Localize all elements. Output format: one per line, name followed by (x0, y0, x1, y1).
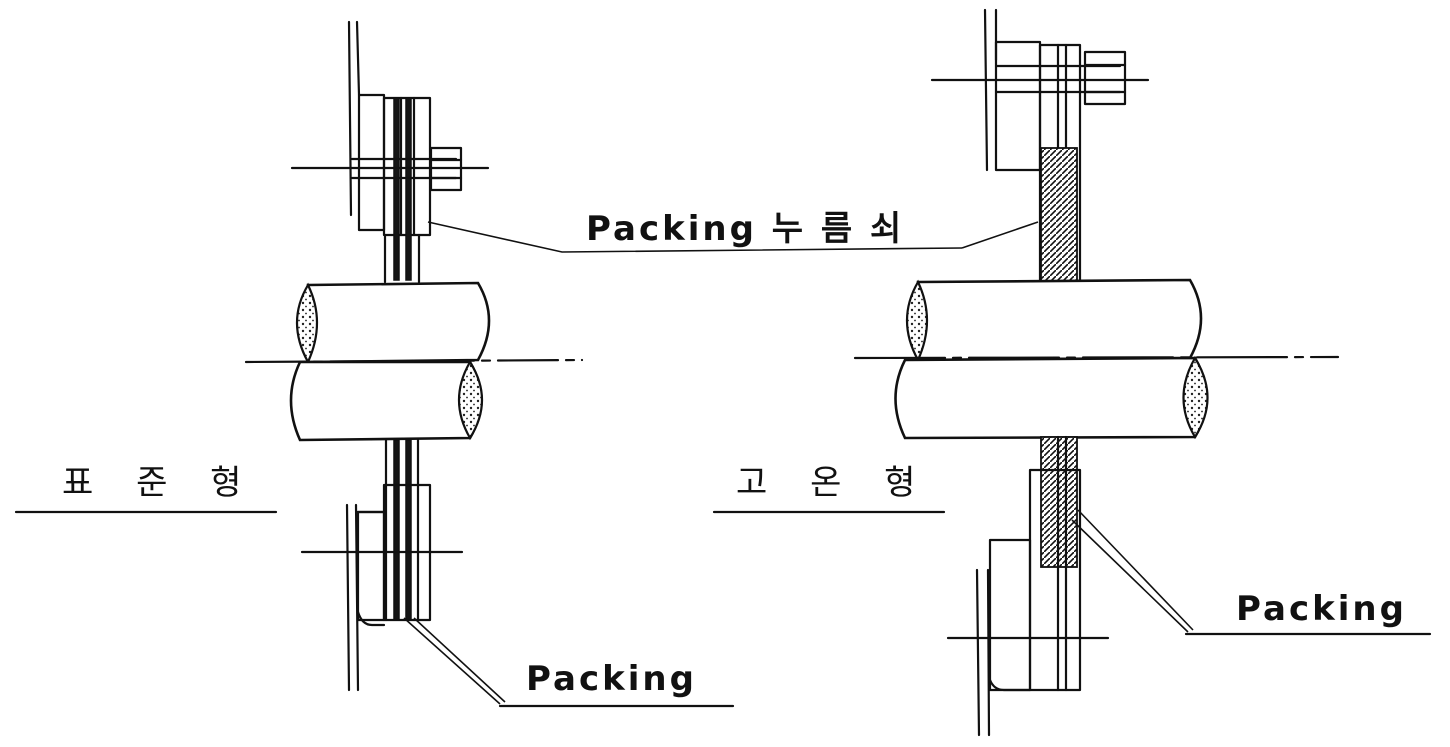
left-packing-strip-lower-b (405, 439, 412, 621)
right-packing-leader (1071, 509, 1432, 636)
gland-leader-right (961, 221, 1039, 249)
packing-label-right: Packing (1236, 589, 1407, 629)
left-upper-bolt (290, 146, 490, 192)
left-packing-strip-upper-b (405, 97, 412, 281)
high-temp-type-assembly: 고 온 형 Packing (712, 8, 1432, 737)
gland-leader-left (427, 221, 963, 253)
packing-gland-label: Packing 누 름 쇠 (586, 209, 904, 249)
packing-label-left: Packing (526, 659, 697, 699)
right-lower-flange (946, 435, 1110, 692)
left-packing-strip-lower-a (393, 439, 400, 621)
standard-type-assembly: 표 준 형 Packing (14, 20, 963, 708)
high-temp-type-label: 고 온 형 (736, 463, 931, 503)
left-packing-strip-upper-a (393, 97, 400, 281)
right-upper-flange (994, 40, 1082, 287)
left-lower-flange (300, 483, 464, 627)
standard-type-label: 표 준 형 (62, 463, 257, 503)
left-packing-leader (403, 617, 735, 708)
right-shaft (853, 278, 1340, 440)
left-shaft (244, 281, 584, 442)
right-wall-plate (975, 8, 998, 737)
